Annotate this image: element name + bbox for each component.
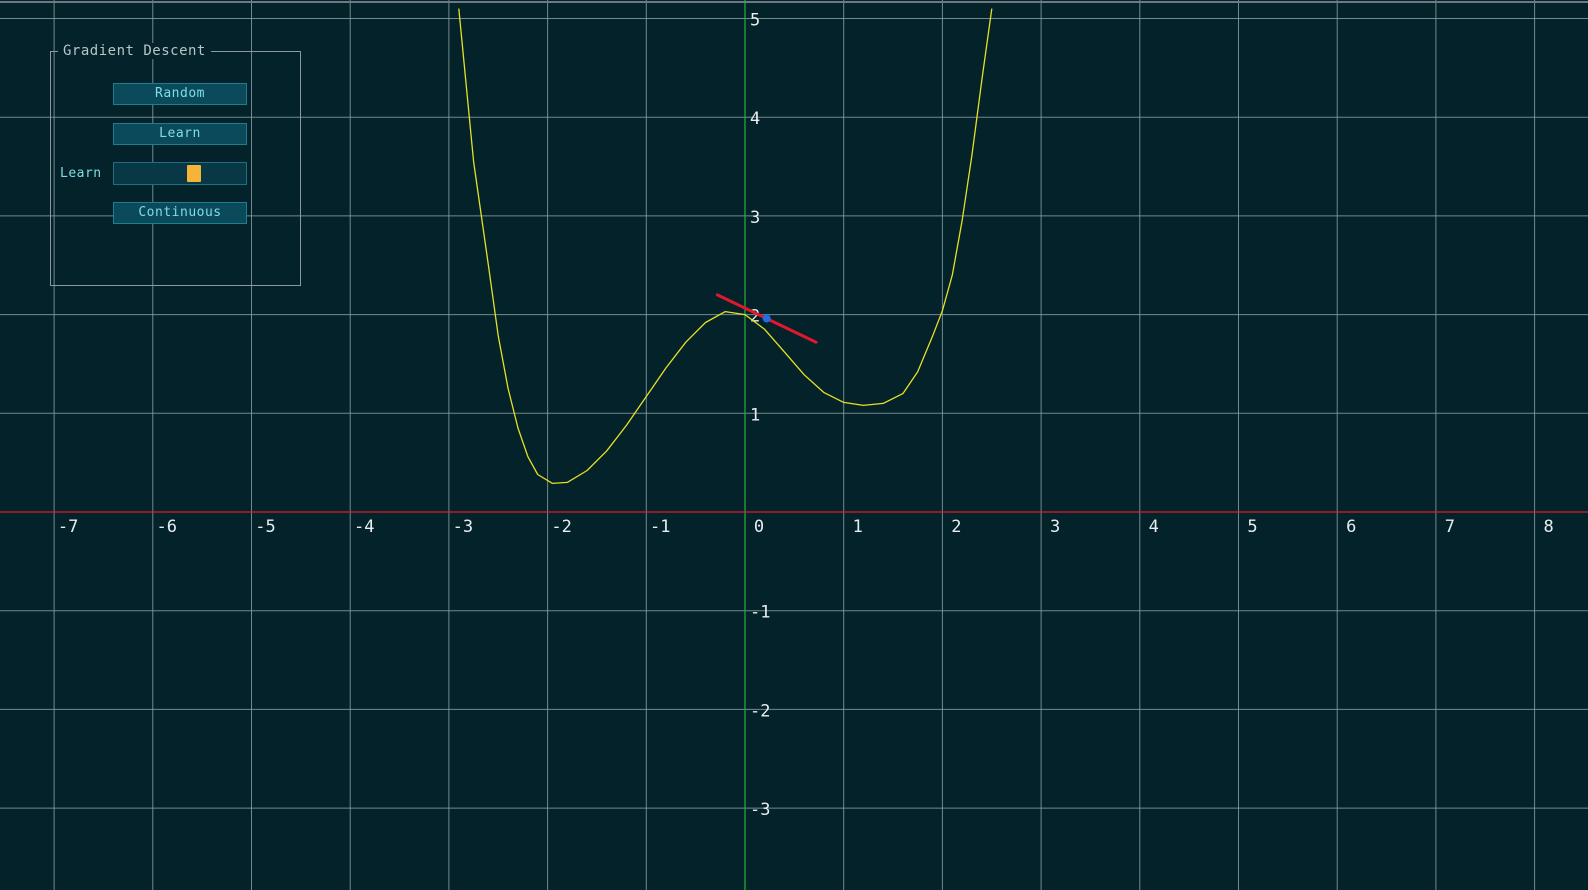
y-tick-label: 2 [750, 307, 760, 327]
y-tick-label: 3 [750, 208, 760, 228]
x-tick-label: 6 [1346, 517, 1356, 537]
x-tick-label: -3 [453, 517, 473, 537]
x-tick-label: -4 [354, 517, 374, 537]
x-tick-label: -6 [157, 517, 177, 537]
slider-thumb[interactable] [187, 165, 201, 182]
y-tick-label: -2 [750, 701, 770, 721]
x-tick-label: 0 [754, 517, 764, 537]
x-tick-label: 3 [1050, 517, 1060, 537]
panel-title: Gradient Descent [58, 43, 211, 59]
x-tick-label: -2 [551, 517, 571, 537]
y-tick-label: -3 [750, 800, 770, 820]
learn-rate-label: Learn [60, 166, 102, 181]
x-tick-label: -5 [255, 517, 275, 537]
x-tick-label: 5 [1247, 517, 1257, 537]
y-tick-label: 5 [750, 11, 760, 31]
learn-rate-slider[interactable] [113, 162, 247, 185]
y-tick-label: 4 [750, 109, 760, 129]
y-tick-label: 1 [750, 405, 760, 425]
learn-button[interactable]: Learn [113, 123, 247, 145]
gradient-descent-panel: Gradient Descent Random Learn Learn Cont… [50, 43, 301, 286]
x-tick-label: 1 [853, 517, 863, 537]
x-tick-label: 4 [1149, 517, 1159, 537]
current-point [762, 314, 771, 323]
x-tick-label: 2 [951, 517, 961, 537]
y-tick-label: -1 [750, 603, 770, 623]
function-curve [458, 8, 993, 485]
x-tick-label: -7 [58, 517, 78, 537]
x-tick-label: -1 [650, 517, 670, 537]
x-tick-label: 7 [1445, 517, 1455, 537]
continuous-button[interactable]: Continuous [113, 202, 247, 224]
random-button[interactable]: Random [113, 83, 247, 105]
x-tick-label: 8 [1543, 517, 1553, 537]
